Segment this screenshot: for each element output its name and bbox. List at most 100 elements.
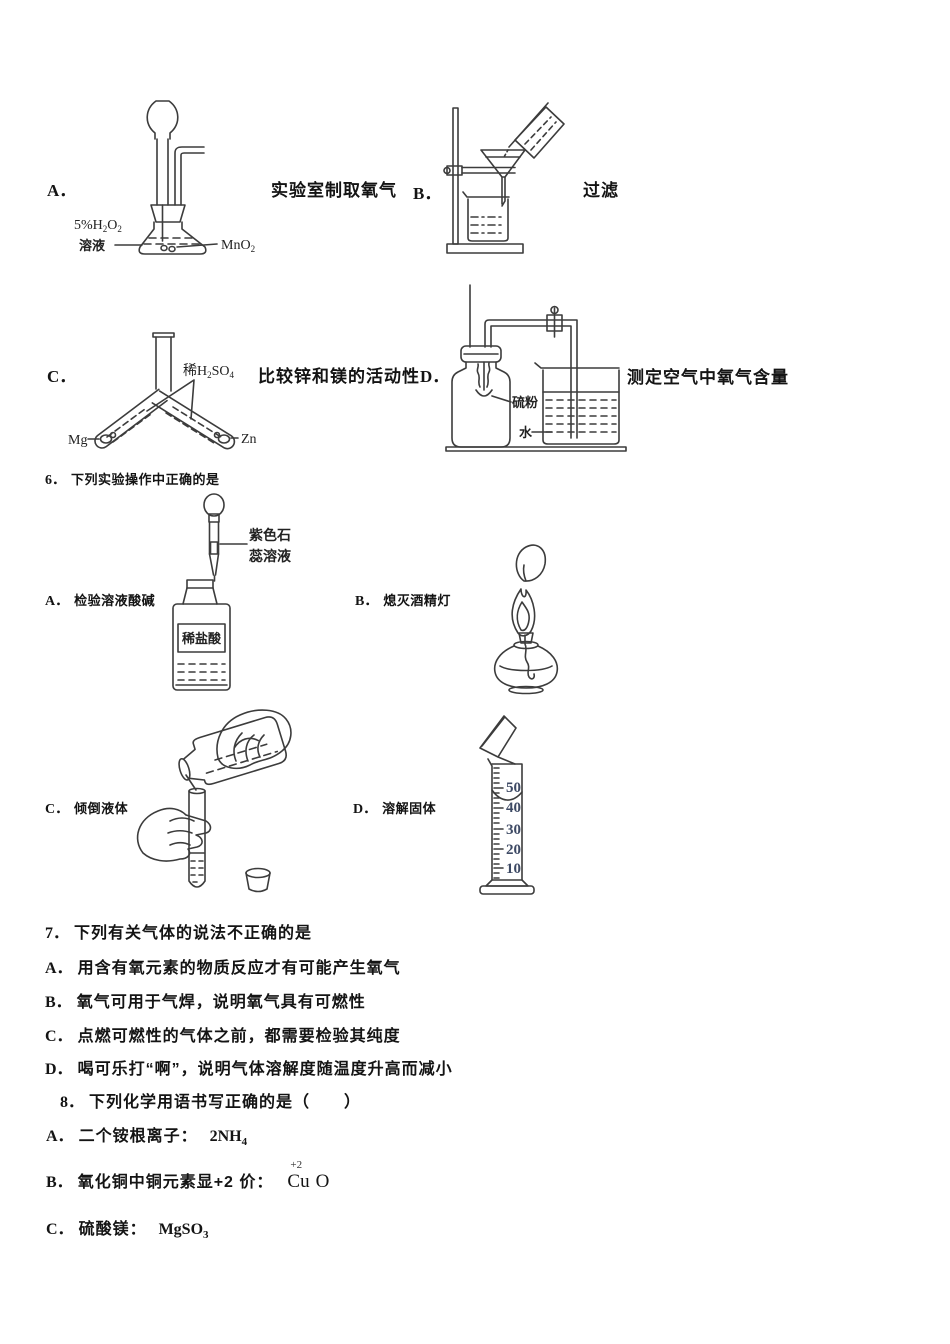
litmus-label-line1: 紫色石 bbox=[249, 527, 291, 543]
bottle-liquid bbox=[205, 743, 279, 774]
oxygen-generation-diagram: 5%H2O2 溶液 MnO2 bbox=[74, 100, 255, 255]
q8-option-c-letter: C． bbox=[46, 1221, 74, 1238]
q6-option-c-letter: C． bbox=[45, 802, 70, 817]
stopcock-knob bbox=[550, 305, 559, 315]
cylinder-base bbox=[479, 885, 535, 895]
collecting-beaker bbox=[462, 191, 510, 242]
holding-fingers bbox=[167, 817, 195, 846]
filtration-diagram bbox=[443, 102, 565, 254]
mg-sample bbox=[99, 434, 113, 444]
graduated-cylinder-diagram: 50 40 30 20 10 bbox=[479, 715, 535, 895]
mg-label: Mg bbox=[68, 433, 87, 448]
alcohol-lamp-diagram bbox=[493, 544, 559, 695]
q8-option-a: A． 二个铵根离子： 2NH4 bbox=[46, 1122, 247, 1148]
q7-option-b-letter: B． bbox=[45, 994, 72, 1011]
q7-option-d-text: 喝可乐打“啊”，说明气体溶解度随温度升高而减小 bbox=[77, 1061, 453, 1078]
cylinder-body bbox=[487, 758, 523, 881]
bottle-mouth bbox=[186, 579, 214, 589]
bench-line bbox=[445, 446, 627, 452]
q5-option-a-letter: A． bbox=[47, 181, 77, 200]
major-ticks bbox=[493, 787, 504, 869]
q5-option-d-caption: 测定空气中氧气含量 bbox=[627, 368, 789, 387]
dropper-bulb bbox=[203, 493, 225, 517]
clamp-arm bbox=[461, 166, 516, 174]
stand-pole bbox=[452, 107, 459, 245]
bottle-mouth bbox=[178, 757, 191, 781]
pointer-line-mno2 bbox=[176, 243, 218, 248]
q7-option-b: B． 氧气可用于气焊，说明氧气具有可燃性 bbox=[45, 988, 366, 1012]
flame-outer bbox=[511, 588, 536, 637]
mark-10: 10 bbox=[506, 861, 521, 877]
cylinder-stem bbox=[485, 879, 529, 887]
liquid-level bbox=[143, 237, 200, 245]
wick-holder bbox=[518, 632, 534, 644]
q6-heading: 6． 下列实验操作中正确的是 bbox=[45, 469, 220, 489]
q5-option-c-letter: C． bbox=[47, 367, 77, 386]
paper-funnel bbox=[479, 715, 517, 765]
q5-option-b-caption: 过滤 bbox=[583, 181, 619, 200]
stopper-body bbox=[245, 872, 271, 893]
q6-option-b-label: 熄灭酒精灯 bbox=[383, 593, 451, 608]
q8-heading: 8． 下列化学用语书写正确的是（ ） bbox=[60, 1088, 361, 1112]
clamp bbox=[446, 165, 463, 176]
q7-option-a-letter: A． bbox=[45, 960, 73, 977]
erlenmeyer-flask bbox=[138, 221, 207, 255]
dropper-collar bbox=[208, 513, 220, 523]
left-arm bbox=[94, 388, 168, 449]
left-arm-liquid bbox=[106, 408, 152, 443]
minor-ticks bbox=[493, 767, 500, 879]
liquid-stream bbox=[503, 149, 509, 158]
q7-option-d-letter: D． bbox=[45, 1061, 73, 1078]
lamp-foot bbox=[508, 685, 544, 695]
mark-40: 40 bbox=[506, 800, 521, 816]
pointer-lines-acid bbox=[146, 379, 195, 420]
alcohol-surface bbox=[499, 665, 553, 672]
thistle-funnel bbox=[146, 100, 179, 140]
dropper-diagram: 紫色石 蕊溶液 bbox=[203, 493, 292, 582]
q8-option-b-letter: B． bbox=[46, 1174, 73, 1191]
test-tube-dashes bbox=[190, 860, 204, 883]
pouring-liquid bbox=[524, 116, 557, 151]
q8-option-c: C． 硫酸镁： MgSO3 bbox=[46, 1215, 209, 1241]
q6-option-a: A． 检验溶液酸碱 bbox=[45, 590, 155, 610]
solution-label: 溶液 bbox=[79, 238, 105, 253]
right-arm bbox=[151, 390, 236, 450]
q7-option-c-letter: C． bbox=[45, 1028, 73, 1045]
delivery-tube bbox=[174, 146, 205, 206]
pouring-hand bbox=[216, 709, 292, 770]
acid-label: 稀H2SO4 bbox=[183, 363, 235, 380]
mno2-label: MnO2 bbox=[221, 238, 255, 254]
smoke bbox=[476, 362, 491, 388]
zn-sample bbox=[217, 434, 231, 444]
dropper-tip bbox=[208, 553, 220, 582]
bottle-body bbox=[172, 603, 231, 691]
water-beaker bbox=[534, 362, 620, 445]
tilted-bottle bbox=[182, 716, 287, 786]
q6-option-d-label: 溶解固体 bbox=[382, 801, 437, 816]
beaker-liquid bbox=[470, 216, 506, 234]
water-dashes bbox=[545, 399, 617, 433]
bottle-label-box bbox=[177, 623, 226, 653]
stand-base bbox=[446, 243, 524, 254]
q6-option-a-label: 检验溶液酸碱 bbox=[74, 593, 156, 608]
tube-mouth bbox=[152, 332, 175, 338]
litmus-label-line2: 蕊溶液 bbox=[249, 548, 292, 564]
q6-number: 6． bbox=[45, 473, 66, 488]
mark-50: 50 bbox=[506, 780, 521, 796]
q6-option-b-letter: B． bbox=[355, 594, 379, 609]
q6-option-c: C． 倾倒液体 bbox=[45, 798, 128, 818]
glass-rod bbox=[508, 102, 549, 148]
connecting-tube bbox=[484, 319, 578, 439]
combustion-spoon bbox=[475, 361, 493, 397]
valence-label: +2 bbox=[290, 1159, 303, 1171]
q8-option-c-text: 硫酸镁： bbox=[78, 1221, 147, 1238]
bottle-neck bbox=[182, 587, 218, 605]
stopper-top bbox=[245, 867, 271, 879]
q8-option-a-text: 二个铵根离子： bbox=[78, 1128, 198, 1145]
q6-option-b: B． 熄灭酒精灯 bbox=[355, 590, 451, 610]
holding-hand bbox=[136, 807, 212, 862]
q8-number: 8． bbox=[60, 1094, 85, 1111]
mark-20: 20 bbox=[506, 842, 521, 858]
q7-option-a-text: 用含有氧元素的物质反应才有可能产生氧气 bbox=[77, 960, 401, 977]
